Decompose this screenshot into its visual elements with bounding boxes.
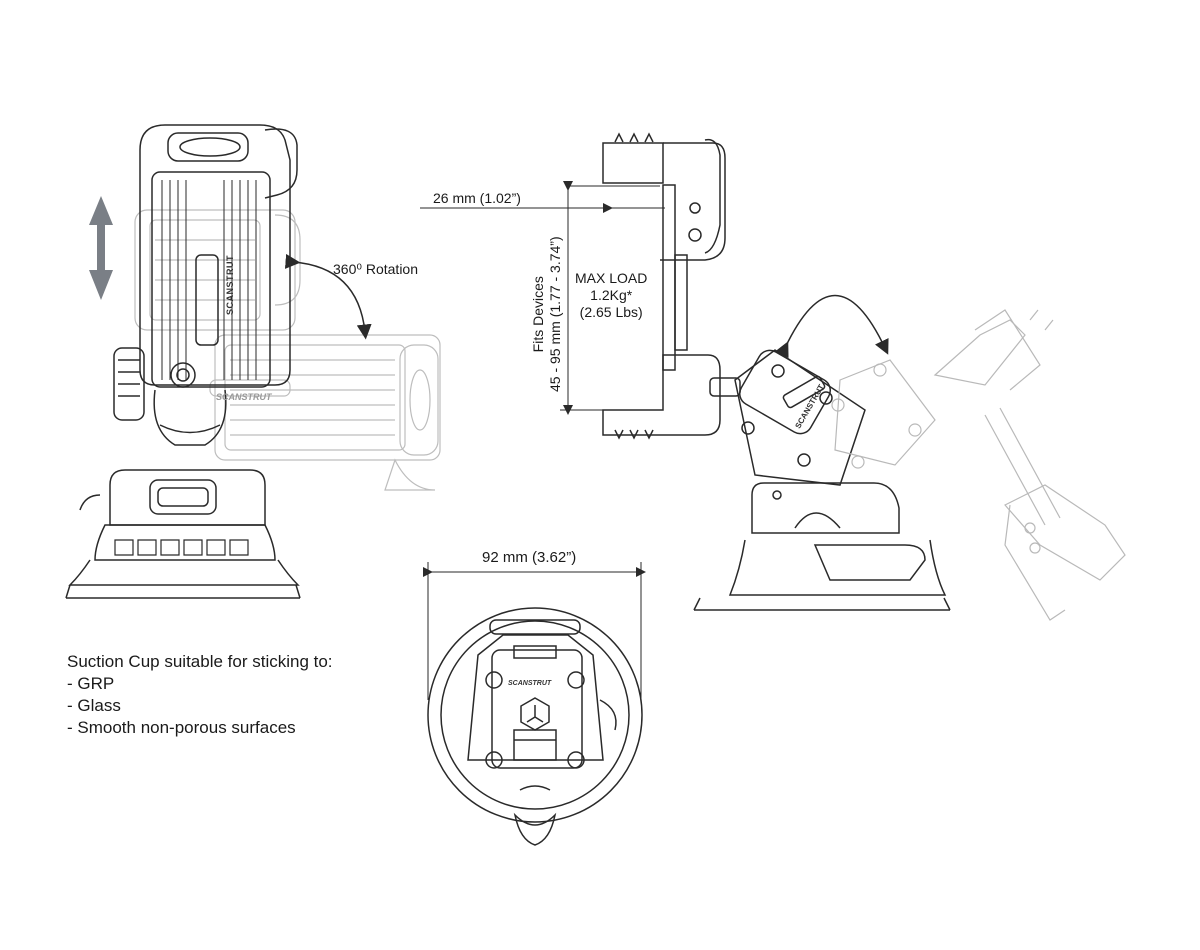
holder-ghost-tilted [933, 309, 1126, 621]
max-load-title: MAX LOAD [575, 270, 648, 286]
side-view-holder [602, 132, 1126, 621]
swing-arc [775, 294, 889, 358]
arm-knuckle-ghost [831, 359, 936, 469]
notes-item-glass: - Glass [67, 696, 121, 715]
max-load-label: MAX LOAD 1.2Kg* (2.65 Lbs) [575, 270, 647, 321]
fits-devices-label: Fits Devices 45 - 95 mm (1.77 - 3.74”) [530, 236, 564, 392]
front-view-holder [65, 124, 441, 599]
rotation-arrow [284, 253, 372, 340]
arm-knuckle [734, 349, 866, 486]
surface-notes: Suction Cup suitable for sticking to: - … [67, 651, 333, 739]
holder-ghost-upper [134, 209, 301, 331]
suction-base-side [693, 482, 951, 611]
brand-logo: SCANSTRUT [508, 680, 552, 687]
top-view-base [423, 562, 646, 846]
notes-item-smooth: - Smooth non-porous surfaces [67, 718, 296, 737]
brand-logo: SCANSTRUT [225, 255, 235, 315]
fits-devices-line1: Fits Devices [530, 276, 546, 353]
rotation-label: 360⁰ Rotation [333, 261, 419, 277]
max-load-kg: 1.2Kg* [590, 287, 633, 303]
dimension-lines [420, 181, 665, 415]
clamp-gap-label: 26 mm (1.02”) [433, 190, 521, 206]
brand-logo: SCANSTRUT [216, 392, 272, 402]
up-down-arrow-icon [89, 196, 113, 300]
max-load-lbs: (2.65 Lbs) [579, 304, 643, 320]
fits-devices-line2: 45 - 95 mm (1.77 - 3.74”) [547, 236, 563, 392]
holder-ghost-rotated [209, 334, 441, 491]
base-diameter-label: 92 mm (3.62”) [482, 549, 577, 566]
notes-heading: Suction Cup suitable for sticking to: [67, 652, 333, 671]
notes-item-grp: - GRP [67, 674, 115, 693]
suction-base-front [65, 469, 301, 599]
